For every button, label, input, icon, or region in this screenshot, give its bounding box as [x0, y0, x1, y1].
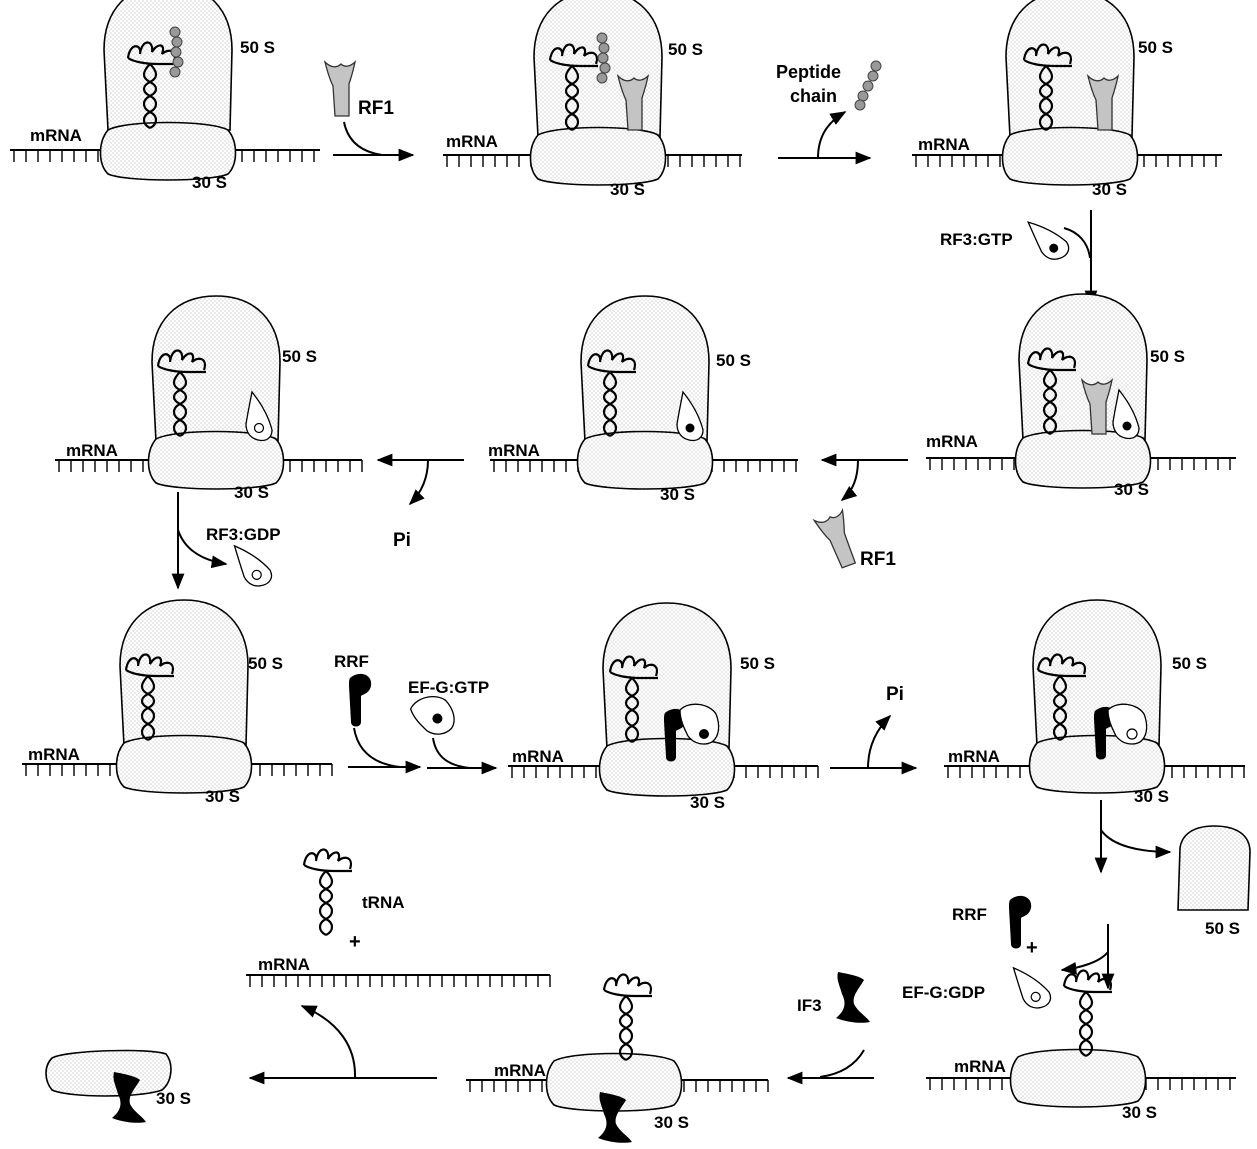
- arrow-pi-release-2: Pi: [830, 684, 916, 768]
- label-50s: 50 S: [668, 40, 703, 59]
- arrow-peptide-release: Peptide chain: [776, 61, 881, 158]
- label-50s: 50 S: [1150, 347, 1185, 366]
- label-30s: 30 S: [205, 787, 240, 806]
- rf3-gdp-factor: [229, 536, 275, 591]
- ribosome-stage-4: 50 S 30 S mRNA: [926, 294, 1236, 499]
- label-plus: +: [349, 931, 361, 953]
- label-plus: +: [1026, 937, 1038, 959]
- label-50s: 50 S: [248, 654, 283, 673]
- ribosome-stage-7: 50 S 30 S mRNA: [22, 600, 332, 806]
- free-50s-subunit: [1178, 826, 1250, 910]
- label-mrna: mRNA: [258, 955, 310, 974]
- label-chain: chain: [790, 86, 837, 106]
- label-30s: 30 S: [1134, 787, 1169, 806]
- label-30s: 30 S: [1122, 1103, 1157, 1122]
- label-rrf: RRF: [952, 905, 987, 924]
- efg-gtp-factor: [409, 690, 459, 741]
- ribosome-stage-6: 50 S 30 S mRNA: [55, 296, 362, 502]
- arrow-if3-binding: IF3: [788, 972, 874, 1078]
- ribosome-stage-2: 50 S 30 S mRNA: [443, 0, 742, 199]
- released-peptide: [855, 61, 881, 110]
- arrow-rf1-binding: RF1: [325, 62, 413, 155]
- ribosome-stage-9: 50 S 30 S mRNA: [944, 600, 1245, 806]
- label-30s: 30 S: [156, 1089, 191, 1108]
- label-mrna: mRNA: [30, 126, 82, 145]
- label-mrna: mRNA: [66, 441, 118, 460]
- label-50s: 50 S: [1205, 919, 1240, 938]
- complex-30s-if3: 30 S: [46, 1051, 191, 1123]
- label-peptide: Peptide: [776, 62, 841, 82]
- label-50s: 50 S: [740, 654, 775, 673]
- label-mrna: mRNA: [926, 432, 978, 451]
- label-30s: 30 S: [192, 173, 227, 192]
- released-efg-gdp: [1008, 958, 1054, 1013]
- label-rrf: RRF: [334, 652, 369, 671]
- label-50s: 50 S: [1172, 654, 1207, 673]
- arrow-rrf-efg-binding: RRF EF-G:GTP: [334, 652, 496, 768]
- label-mrna: mRNA: [494, 1061, 546, 1080]
- label-30s: 30 S: [1114, 480, 1149, 499]
- label-efg-gtp: EF-G:GTP: [408, 678, 489, 697]
- label-pi: Pi: [886, 684, 904, 705]
- if3-factor: [836, 972, 870, 1023]
- label-30s: 30 S: [660, 485, 695, 504]
- label-50s: 50 S: [1138, 38, 1173, 57]
- arrow-rf1-release: RF1: [814, 460, 908, 571]
- label-if3: IF3: [797, 996, 822, 1015]
- arrow-rf3-gtp-binding: RF3:GTP: [940, 210, 1091, 305]
- label-30s: 30 S: [1092, 180, 1127, 199]
- label-50s: 50 S: [716, 351, 751, 370]
- label-30s: 30 S: [610, 180, 645, 199]
- arrow-rrf-efg-release: RRF + EF-G:GDP: [902, 896, 1108, 1014]
- label-30s: 30 S: [690, 793, 725, 812]
- ribosome-stage-5: 50 S 30 S mRNA: [488, 296, 798, 504]
- label-rf1: RF1: [358, 98, 394, 119]
- label-30s: 30 S: [234, 483, 269, 502]
- ribosome-stage-1: 50 S 30 S mRNA: [10, 0, 320, 192]
- rf3-gtp-factor: [1023, 211, 1072, 266]
- label-50s: 50 S: [282, 347, 317, 366]
- label-30s: 30 S: [654, 1113, 689, 1132]
- ribosome-stage-3: 50 S 30 S mRNA: [912, 0, 1222, 199]
- label-rf3-gtp: RF3:GTP: [940, 230, 1013, 249]
- arrow-mrna-trna-release: [250, 1006, 437, 1078]
- ribosome-stage-8: 50 S 30 S mRNA: [508, 603, 818, 812]
- label-rf3-gdp: RF3:GDP: [206, 525, 281, 544]
- released-mrna-trna: tRNA + mRNA: [246, 850, 550, 988]
- arrow-pi-release-1: Pi: [378, 460, 464, 551]
- label-50s: 50 S: [240, 38, 275, 57]
- arrow-50s-release: 50 S: [1101, 800, 1250, 938]
- label-mrna: mRNA: [488, 441, 540, 460]
- label-mrna: mRNA: [446, 132, 498, 151]
- label-efg-gdp: EF-G:GDP: [902, 983, 985, 1002]
- label-pi: Pi: [393, 530, 411, 551]
- label-mrna: mRNA: [948, 747, 1000, 766]
- label-mrna: mRNA: [512, 747, 564, 766]
- label-trna: tRNA: [362, 893, 405, 912]
- complex-30s-if3-mrna-trna: 30 S mRNA: [466, 975, 768, 1143]
- label-mrna: mRNA: [954, 1057, 1006, 1076]
- label-mrna: mRNA: [918, 135, 970, 154]
- rrf-factor: [349, 674, 371, 727]
- label-rf1: RF1: [860, 549, 896, 570]
- arrow-rf3-gdp-release: RF3:GDP: [178, 492, 281, 592]
- label-mrna: mRNA: [28, 745, 80, 764]
